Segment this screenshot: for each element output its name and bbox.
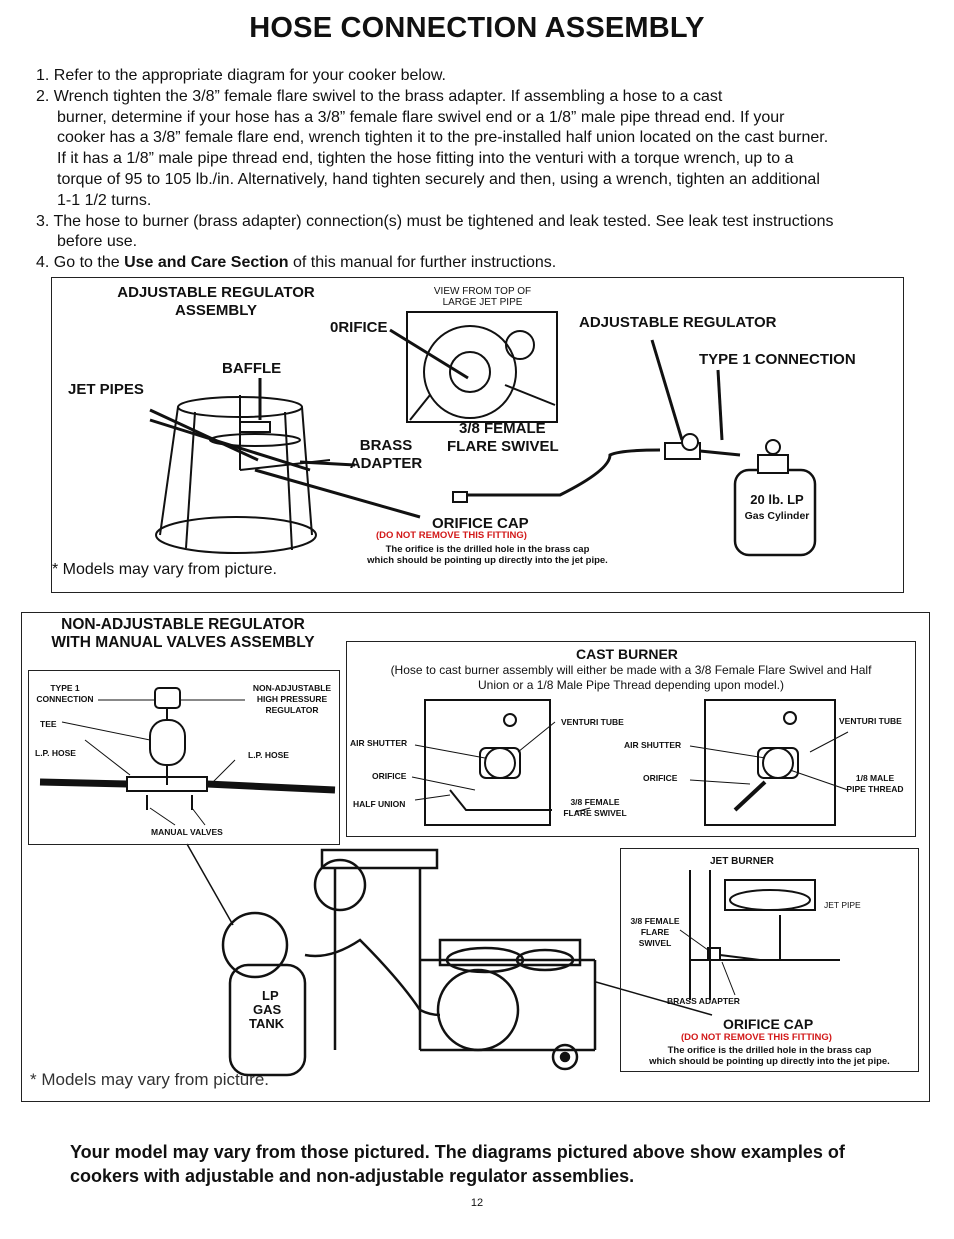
manual-valves-label: MANUAL VALVES [151,827,223,837]
instruction-steps: 1. Refer to the appropriate diagram for … [36,66,931,274]
brass-adapter-label: BRASS ADAPTER [667,996,740,1006]
adjustable-regulator-diagram [51,277,904,593]
adjustable-regulator-label: ADJUSTABLE REGULATOR [579,314,777,331]
cast-burner-note: (Hose to cast burner assembly will eithe… [390,663,872,692]
do-not-remove-warning: (DO NOT REMOVE THIS FITTING) [376,530,527,541]
step-3-line: before use. [57,233,138,251]
lp-hose-label-right: L.P. HOSE [248,750,289,760]
models-vary-note: * Models may vary from picture. [52,561,277,578]
jet-burner-title: JET BURNER [710,856,774,867]
page-title: HOSE CONNECTION ASSEMBLY [249,12,705,44]
baffle-label: BAFFLE [222,360,282,377]
jet-orifice-cap-label: ORIFICE CAP [723,1016,814,1032]
step-4: 4. Go to the Use and Care Section of thi… [36,254,557,272]
step-2-line: torque of 95 to 105 lb./in. Alternativel… [57,170,820,188]
orifice-cap-label: ORIFICE CAP [432,515,529,532]
step-2: 2. Wrench tighten the 3/8” female flare … [36,87,723,105]
lp-tank-text: LP GAS TANK [249,988,285,1031]
air-shutter-label-2: AIR SHUTTER [624,740,682,750]
page-number: 12 [470,1197,484,1209]
footer-note: Your model may vary from those pictured.… [70,1142,845,1186]
venturi-tube-label-2: VENTURI TUBE [839,716,902,726]
non-adjustable-regulator-diagram [21,612,930,1102]
venturi-tube-label: VENTURI TUBE [561,717,624,727]
cast-burner-inset [346,641,916,837]
jet-pipe-label: JET PIPE [824,900,861,910]
air-shutter-label: AIR SHUTTER [350,738,408,748]
step-1: 1. Refer to the appropriate diagram for … [36,67,446,84]
lp-hose-label-left: L.P. HOSE [35,748,76,758]
orifice-note: The orifice is the drilled hole in the b… [367,544,608,566]
jet-pipes-label: JET PIPES [68,381,144,398]
step-2-line: 1-1 1/2 turns. [57,191,152,209]
manual-valves-inset [28,670,340,845]
step-2-line: If it has a 1/8” male pipe thread end, t… [57,150,794,168]
step-2-line: burner, determine if your hose has a 3/8… [57,108,785,126]
use-and-care-link-text: Use and Care Section [124,254,289,272]
step-2-line: cooker has a 3/8” female flare end, wren… [57,129,829,147]
tee-label: TEE [40,719,57,729]
jet-orifice-note: The orifice is the drilled hole in the b… [649,1045,890,1067]
half-union-label: HALF UNION [353,799,406,809]
orifice-label: ORIFICE [372,771,407,781]
models-vary-note-2: * Models may vary from picture. [30,1070,270,1089]
orifice-label: 0RIFICE [330,319,388,336]
step-3: 3. The hose to burner (brass adapter) co… [36,212,834,230]
cast-burner-title: CAST BURNER [576,646,678,662]
jet-burner-inset [620,848,919,1072]
type1-connection-label: TYPE 1 CONNECTION [699,351,856,368]
orifice-label-2: ORIFICE [643,773,678,783]
jet-do-not-remove-warning: (DO NOT REMOVE THIS FITTING) [681,1032,832,1043]
